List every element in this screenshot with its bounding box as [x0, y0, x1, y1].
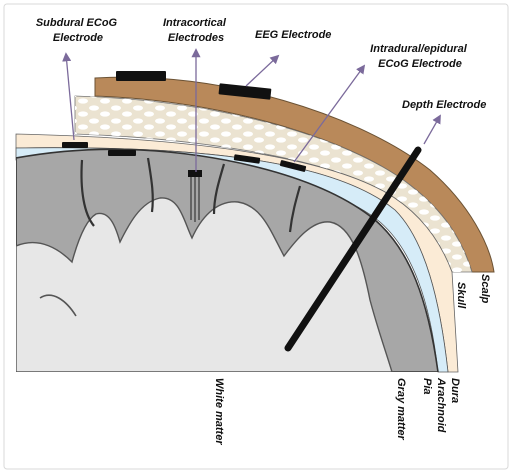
label-white-matter: White matter [213, 378, 225, 445]
sulcus [212, 163, 226, 215]
sulcus [80, 159, 95, 227]
skull-pores [75, 96, 472, 272]
sulcus [39, 294, 77, 317]
label-intradural-epidural: Intradural/epidural ECoG Electrode [370, 43, 470, 70]
label-skull: Skull [455, 282, 467, 309]
scalp-layer [94, 76, 495, 273]
label-arachnoid: Arachnoid [435, 377, 447, 433]
eeg-electrode-pad [218, 83, 272, 100]
label-intracortical: Intracortical Electrodes [163, 17, 229, 44]
intradural-ecog-pad [233, 154, 261, 164]
label-gray-matter: Gray matter [395, 378, 407, 440]
annotation-arrows [62, 48, 441, 172]
intracortical-electrode-head [188, 170, 202, 177]
label-scalp: Scalp [479, 274, 491, 304]
intradural-ecog-pad [279, 160, 307, 172]
label-dura: Dura [449, 378, 461, 403]
eeg-electrode-pad [116, 71, 166, 81]
subdural-ecog-pad [108, 150, 136, 156]
sulcus [288, 185, 302, 233]
label-depth: Depth Electrode [402, 99, 486, 111]
intracortical-electrode-shanks [190, 177, 200, 222]
label-eeg: EEG Electrode [255, 29, 331, 41]
label-subdural-ecog: Subdural ECoG Electrode [36, 17, 120, 44]
label-pia: Pia [421, 378, 433, 395]
subdural-ecog-pad [62, 142, 88, 148]
sulcus [146, 157, 154, 213]
depth-electrode [284, 146, 422, 352]
